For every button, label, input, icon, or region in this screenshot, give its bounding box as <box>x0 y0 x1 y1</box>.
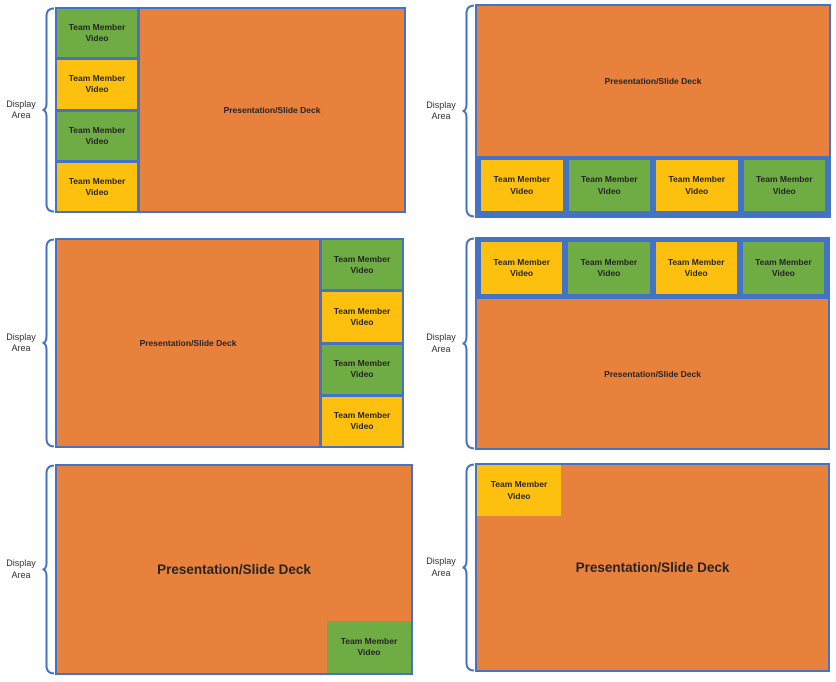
team-video-tile: Team Member Video <box>322 292 402 342</box>
team-video-tile: Team Member Video <box>656 160 738 211</box>
left-brace-icon <box>462 4 475 218</box>
display-frame: Presentation/Slide Deck Team Member Vide… <box>55 464 413 675</box>
presentation-area: Presentation/Slide Deck <box>477 299 828 448</box>
team-video-label: Team Member Video <box>333 358 391 380</box>
presentation-label: Presentation/Slide Deck <box>604 76 702 86</box>
panel-videos-bottom: Display Area Presentation/Slide Deck Tea… <box>420 4 831 218</box>
presentation-area: Presentation/Slide Deck <box>140 9 404 211</box>
team-video-tile: Team Member Video <box>655 242 737 294</box>
team-video-label: Team Member Video <box>68 22 126 44</box>
presentation-label: Presentation/Slide Deck <box>157 562 311 577</box>
team-video-tile: Team Member Video <box>322 396 402 446</box>
team-video-label: Team Member Video <box>68 175 126 197</box>
team-video-tile: Team Member Video <box>481 160 563 211</box>
presentation-area: Presentation/Slide Deck <box>477 465 828 670</box>
panel-video-bottom-right: Display Area Presentation/Slide Deck Tea… <box>0 464 413 675</box>
display-frame: Presentation/Slide Deck Team Member Vide… <box>55 238 404 448</box>
presentation-label: Presentation/Slide Deck <box>604 368 701 379</box>
video-row: Team Member Video Team Member Video Team… <box>477 156 829 216</box>
team-video-label: Team Member Video <box>493 174 551 196</box>
team-video-label: Team Member Video <box>493 256 550 278</box>
video-column: Team Member Video Team Member Video Team… <box>57 9 140 211</box>
team-video-tile: Team Member Video <box>481 242 563 294</box>
display-frame: Presentation/Slide Deck Team Member Vide… <box>475 463 830 672</box>
team-video-tile: Team Member Video <box>322 344 402 394</box>
team-video-label: Team Member Video <box>333 253 391 275</box>
display-frame: Presentation/Slide Deck Team Member Vide… <box>475 4 831 218</box>
left-brace-icon <box>42 7 55 213</box>
presentation-label: Presentation/Slide Deck <box>575 560 730 575</box>
presentation-area: Presentation/Slide Deck <box>57 466 411 673</box>
display-frame: Team Member Video Team Member Video Team… <box>55 7 406 213</box>
team-video-label: Team Member Video <box>68 124 126 146</box>
team-video-tile: Team Member Video <box>57 60 137 109</box>
display-area-label: Display Area <box>426 556 456 578</box>
presentation-area: Presentation/Slide Deck <box>477 6 829 156</box>
left-brace-icon <box>42 464 55 675</box>
display-area-label: Display Area <box>6 558 36 580</box>
team-video-label: Team Member Video <box>333 305 391 327</box>
team-video-tile: Team Member Video <box>568 160 650 211</box>
presentation-label: Presentation/Slide Deck <box>139 338 237 348</box>
display-frame: Team Member Video Team Member Video Team… <box>475 237 830 450</box>
left-brace-icon <box>42 238 55 448</box>
video-column: Team Member Video Team Member Video Team… <box>319 240 402 446</box>
team-video-label: Team Member Video <box>667 256 725 278</box>
team-video-label: Team Member Video <box>340 635 398 657</box>
video-row: Team Member Video Team Member Video Team… <box>477 239 828 299</box>
left-brace-icon <box>462 237 475 450</box>
team-video-tile: Team Member Video <box>568 242 650 294</box>
team-video-tile: Team Member Video <box>57 162 137 211</box>
presentation-label: Presentation/Slide Deck <box>223 105 321 115</box>
display-area-label: Display Area <box>426 99 456 121</box>
panel-video-top-left: Display Area Presentation/Slide Deck Tea… <box>420 463 830 672</box>
team-video-label: Team Member Video <box>580 174 638 196</box>
team-video-tile: Team Member Video <box>477 465 561 516</box>
team-video-label: Team Member Video <box>333 410 391 432</box>
team-video-label: Team Member Video <box>68 73 126 95</box>
team-video-tile: Team Member Video <box>743 160 825 211</box>
left-brace-icon <box>462 463 475 672</box>
presentation-area: Presentation/Slide Deck <box>57 240 319 446</box>
team-video-label: Team Member Video <box>668 174 726 196</box>
display-area-label: Display Area <box>426 332 456 354</box>
team-video-label: Team Member Video <box>755 174 813 196</box>
team-video-tile: Team Member Video <box>322 240 402 290</box>
team-video-tile: Team Member Video <box>327 621 411 673</box>
team-video-label: Team Member Video <box>490 479 548 501</box>
team-video-label: Team Member Video <box>580 256 638 278</box>
panel-videos-left: Display Area Team Member Video Team Memb… <box>0 7 406 213</box>
display-area-label: Display Area <box>6 98 36 120</box>
display-area-label: Display Area <box>6 331 36 353</box>
team-video-label: Team Member Video <box>755 256 812 278</box>
team-video-tile: Team Member Video <box>57 111 137 160</box>
panel-videos-right: Display Area Presentation/Slide Deck Tea… <box>0 238 404 448</box>
team-video-tile: Team Member Video <box>57 9 137 58</box>
panel-videos-top: Display Area Team Member Video Team Memb… <box>420 237 830 450</box>
team-video-tile: Team Member Video <box>742 242 824 294</box>
